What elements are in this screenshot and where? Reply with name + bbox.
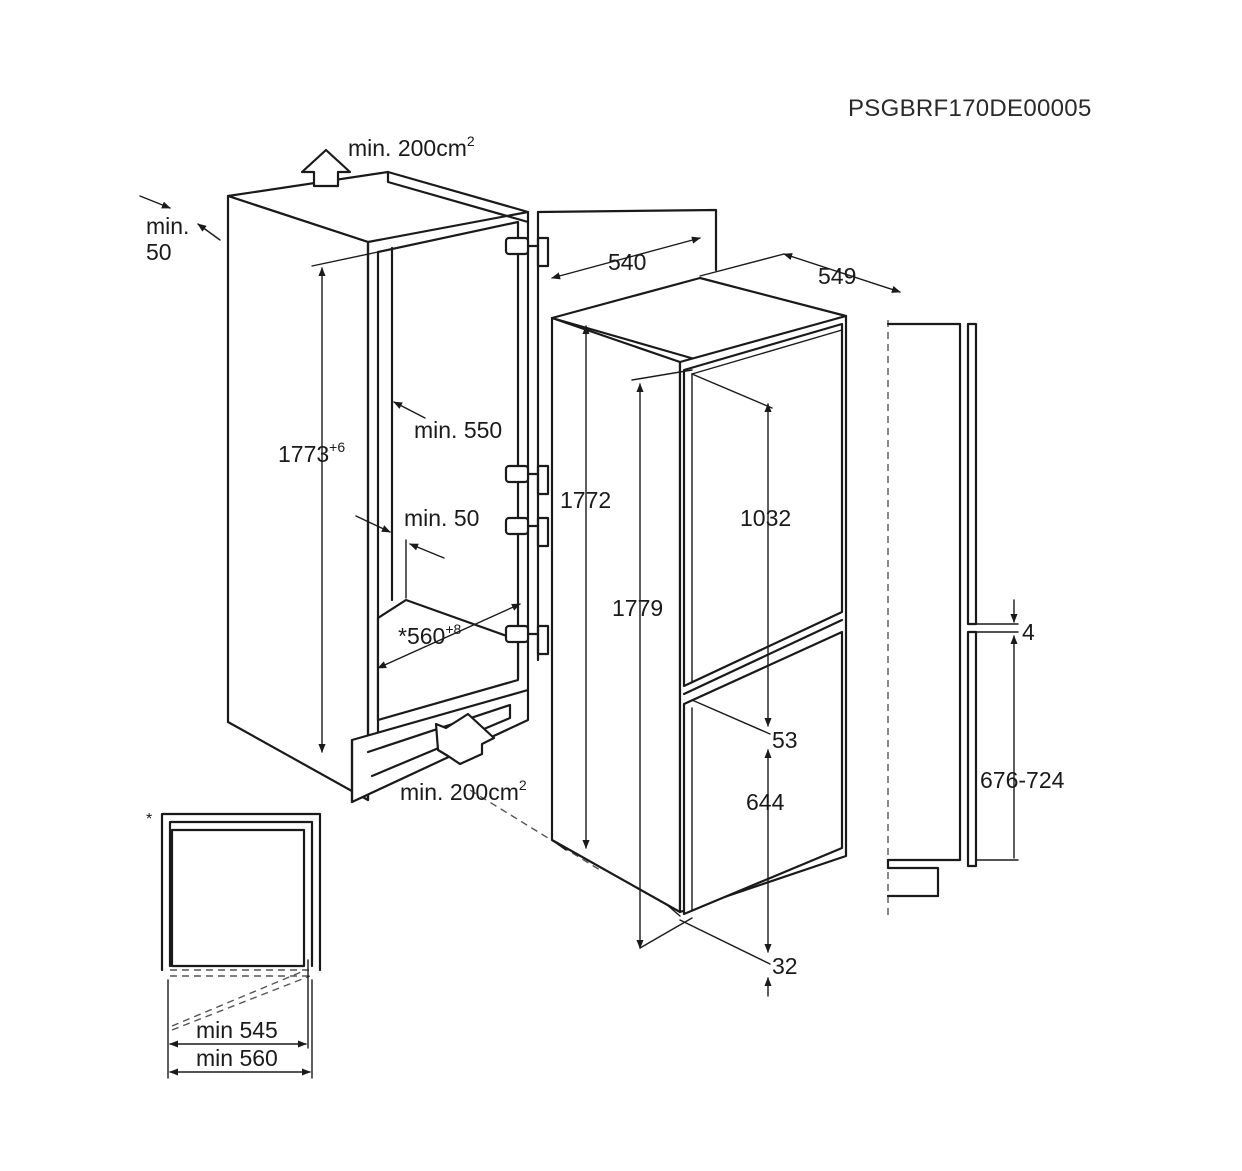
lower-door-label: 644: [746, 789, 785, 815]
bottom-gap-label: 32: [772, 953, 798, 979]
niche-height-label: 1773+6: [278, 439, 345, 467]
vent-top-label: min. 200cm2: [348, 133, 475, 161]
panel-gap-label: 4: [1022, 619, 1035, 645]
appliance-body: [550, 276, 848, 917]
hinge-middle-lower: [504, 516, 550, 548]
side-gap-label: min. 50: [404, 505, 479, 531]
plan-min-outer-label: min 560: [196, 1045, 278, 1071]
total-height-label: 1779: [612, 595, 663, 621]
back-gap-prefix: min.: [146, 213, 189, 239]
body-height-label: 1772: [560, 487, 611, 513]
upper-door-label: 1032: [740, 505, 791, 531]
vent-bottom-label: min. 200cm2: [400, 777, 527, 805]
panel-range-label: 676-724: [980, 767, 1065, 793]
vent-up-arrow: [300, 148, 352, 188]
door-gap-label: 53: [772, 727, 798, 753]
hinge-top: [504, 236, 550, 268]
hinge-middle-upper: [504, 464, 550, 496]
niche-depth-label: min. 550: [414, 417, 502, 443]
vent-in-arrow: [434, 712, 496, 766]
niche-width-label: *560+8: [398, 621, 462, 649]
back-gap-value: 50: [146, 239, 172, 265]
plan-asterisk: *: [146, 811, 152, 828]
document-code: PSGBRF170DE00005: [848, 95, 1092, 122]
cabinet-door-top: [536, 208, 718, 272]
appliance-width-label: 540: [608, 249, 646, 275]
appliance-depth-label: 549: [818, 263, 856, 289]
plan-view: [160, 812, 322, 1079]
plan-min-inner-label: min 545: [196, 1017, 278, 1043]
hinge-bottom: [504, 624, 550, 656]
furniture-door-side-view: [886, 320, 1019, 918]
